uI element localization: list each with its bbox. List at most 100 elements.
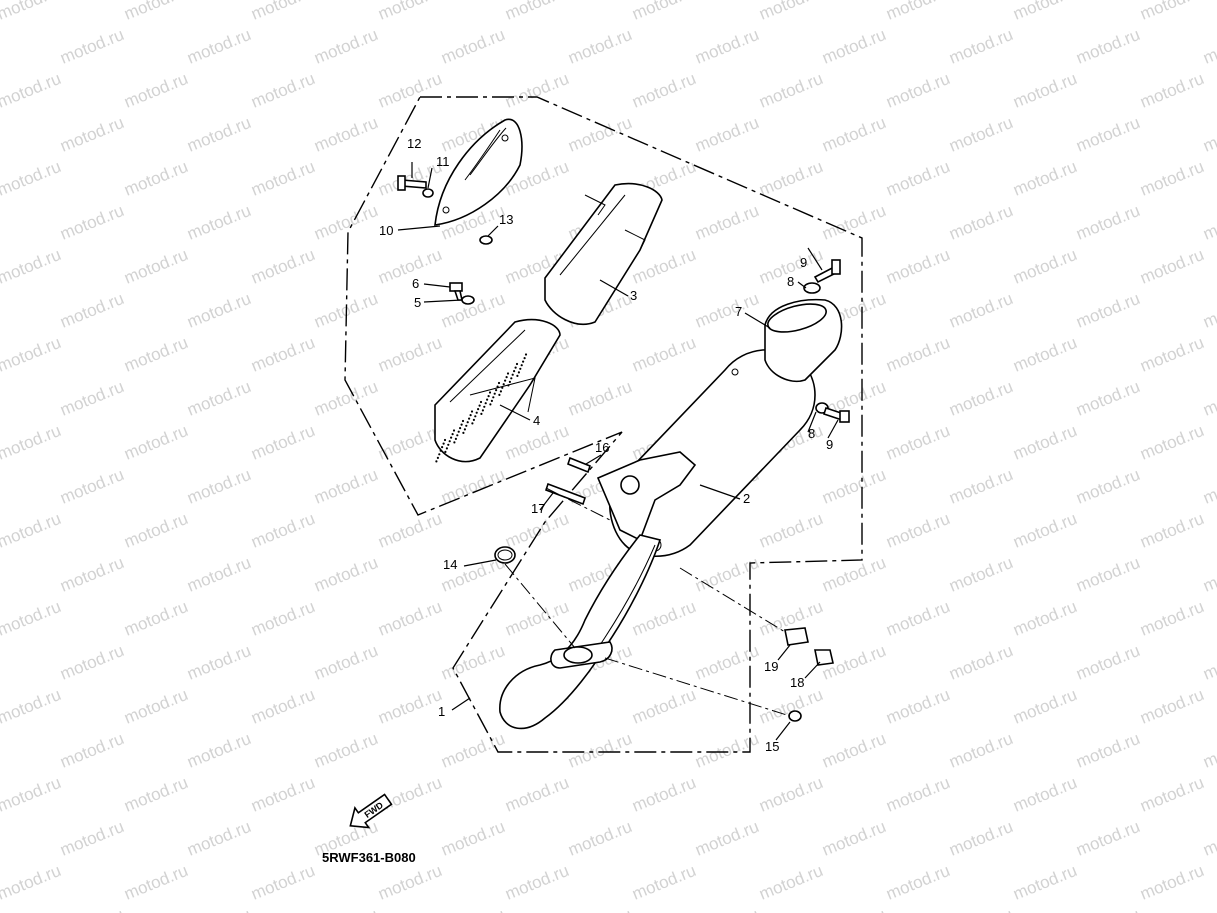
watermark-text: motod.ru	[946, 289, 1015, 332]
watermark-text: motod.ru	[121, 421, 190, 464]
mesh-dot	[516, 374, 519, 377]
watermark-text: motod.ru	[946, 377, 1015, 420]
watermark-text: motod.ru	[883, 597, 952, 640]
mesh-dot	[468, 417, 471, 420]
mesh-dot	[487, 395, 490, 398]
watermark-text: motod.ru	[0, 773, 64, 816]
callout-3: 3	[630, 288, 637, 303]
mesh-dot	[466, 421, 469, 424]
watermark-text: motod.ru	[502, 861, 571, 904]
watermark-text: motod.ru	[692, 289, 761, 332]
watermark-text: motod.ru	[946, 553, 1015, 596]
watermark-text: motod.ru	[819, 25, 888, 68]
end-cap-7	[764, 298, 843, 382]
diagram-code: 5RWF361-B080	[322, 850, 416, 865]
mesh-dot	[478, 404, 481, 407]
watermark-text: motod.ru	[565, 377, 634, 420]
watermark-text: motod.ru	[883, 421, 952, 464]
watermark-text: motod.ru	[248, 685, 317, 728]
watermark-text: motod.ru	[1073, 289, 1142, 332]
watermark-text: motod.ru	[756, 773, 825, 816]
watermark-text: motod.ru	[1137, 0, 1206, 24]
mesh-dot	[483, 405, 486, 408]
watermark-text: motod.ru	[1200, 25, 1217, 68]
watermark-text: motod.ru	[1200, 201, 1217, 244]
mesh-dot	[439, 449, 442, 452]
watermark-text: motod.ru	[184, 641, 253, 684]
upper-boundary	[344, 96, 863, 753]
watermark-text: motod.ru	[57, 377, 126, 420]
watermark-text: motod.ru	[883, 0, 952, 24]
watermark-text: motod.ru	[756, 69, 825, 112]
watermark-text: motod.ru	[375, 773, 444, 816]
callout-10: 10	[379, 223, 393, 238]
watermark-text: motod.ru	[248, 597, 317, 640]
mesh-dot	[474, 415, 477, 418]
callout-5: 5	[414, 295, 421, 310]
mesh-dot	[460, 423, 463, 426]
callout-1: 1	[438, 704, 445, 719]
mesh-dot	[445, 447, 448, 450]
mesh-dot	[488, 391, 492, 394]
mesh-dot	[470, 410, 474, 413]
watermark-text: motod.ru	[883, 333, 952, 376]
mesh-dot	[501, 386, 504, 389]
watermark-text: motod.ru	[0, 421, 64, 464]
watermark-text: motod.ru	[1073, 377, 1142, 420]
callout-2: 2	[743, 491, 750, 506]
watermark-text: motod.ru	[311, 905, 380, 913]
mesh-dot	[477, 408, 480, 411]
watermark-text: motod.ru	[819, 465, 888, 508]
watermark-text: motod.ru	[1137, 597, 1206, 640]
mesh-dot	[493, 392, 496, 395]
mesh-dot	[465, 424, 468, 427]
watermark-text: motod.ru	[883, 69, 952, 112]
watermark-text: motod.ru	[0, 597, 64, 640]
mesh-dot	[450, 436, 453, 439]
watermark-text: motod.ru	[1010, 333, 1079, 376]
callout-6: 6	[412, 276, 419, 291]
watermark-text: motod.ru	[756, 685, 825, 728]
watermark-text: motod.ru	[1137, 685, 1206, 728]
watermark-text: motod.ru	[502, 773, 571, 816]
watermark-text: motod.ru	[1073, 817, 1142, 860]
watermark-text: motod.ru	[1010, 685, 1079, 728]
watermark-text: motod.ru	[248, 861, 317, 904]
watermark-text: motod.ru	[0, 861, 64, 904]
mesh-dot	[479, 400, 483, 404]
watermark-text: motod.ru	[57, 641, 126, 684]
mesh-dot	[492, 396, 495, 399]
watermark-text: motod.ru	[375, 333, 444, 376]
watermark-text: motod.ru	[946, 817, 1015, 860]
watermark-text: motod.ru	[1010, 421, 1079, 464]
watermark-text: motod.ru	[121, 597, 190, 640]
watermark-text: motod.ru	[565, 113, 634, 156]
watermark-text: motod.ru	[1073, 553, 1142, 596]
watermark-text: motod.ru	[946, 201, 1015, 244]
watermark-text: motod.ru	[311, 465, 380, 508]
watermark-text: motod.ru	[756, 509, 825, 552]
heat-shield-3	[544, 182, 663, 325]
mesh-dot	[463, 428, 466, 431]
mesh-dot	[523, 357, 526, 360]
watermark-text: motod.ru	[883, 773, 952, 816]
mesh-dot	[444, 450, 447, 453]
watermark-text: motod.ru	[1073, 729, 1142, 772]
mesh-dot	[469, 414, 472, 417]
mesh-dot	[498, 393, 501, 396]
watermark-text: motod.ru	[1137, 421, 1206, 464]
watermark-text: motod.ru	[184, 289, 253, 332]
mesh-dot	[443, 438, 447, 442]
watermark-text: motod.ru	[629, 861, 698, 904]
watermark-text: motod.ru	[184, 25, 253, 68]
watermark-text: motod.ru	[121, 685, 190, 728]
callouts: 12 11 10 13 6 5 3 4 7 9 8 8 9 2 16 17 14…	[379, 136, 833, 754]
watermark-text: motod.ru	[565, 905, 634, 913]
watermark-text: motod.ru	[502, 69, 571, 112]
watermark-text: motod.ru	[311, 201, 380, 244]
watermark-text: motod.ru	[121, 245, 190, 288]
watermark-text: motod.ru	[57, 201, 126, 244]
callout-19: 19	[764, 659, 778, 674]
watermark-text: motod.ru	[819, 905, 888, 913]
watermark-text: motod.ru	[375, 509, 444, 552]
